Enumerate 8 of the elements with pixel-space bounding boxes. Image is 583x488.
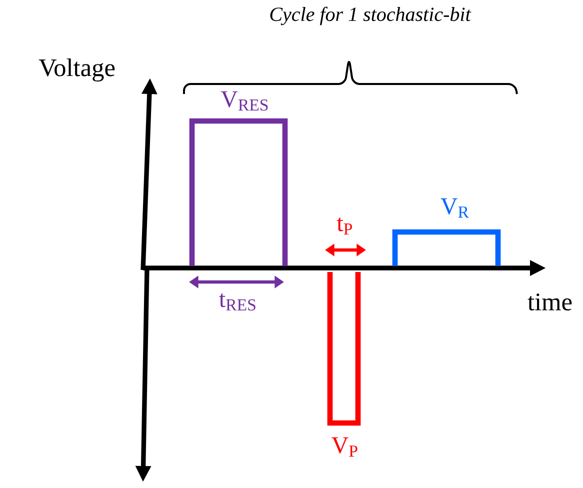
pulse-label: V$_{P}$ xyxy=(332,437,358,457)
brace-label: Cycle for 1 stochastic-bit xyxy=(270,6,472,26)
pulse-label: V$_{R}$ xyxy=(440,198,469,218)
duration-label: t$_{RES}$ xyxy=(219,293,256,311)
pulse-label: V$_{RES}$ xyxy=(220,91,268,111)
axis-label: Voltage xyxy=(38,58,115,82)
axis-label: time xyxy=(528,293,572,310)
duration-label: t$_{P}$ xyxy=(336,218,352,234)
